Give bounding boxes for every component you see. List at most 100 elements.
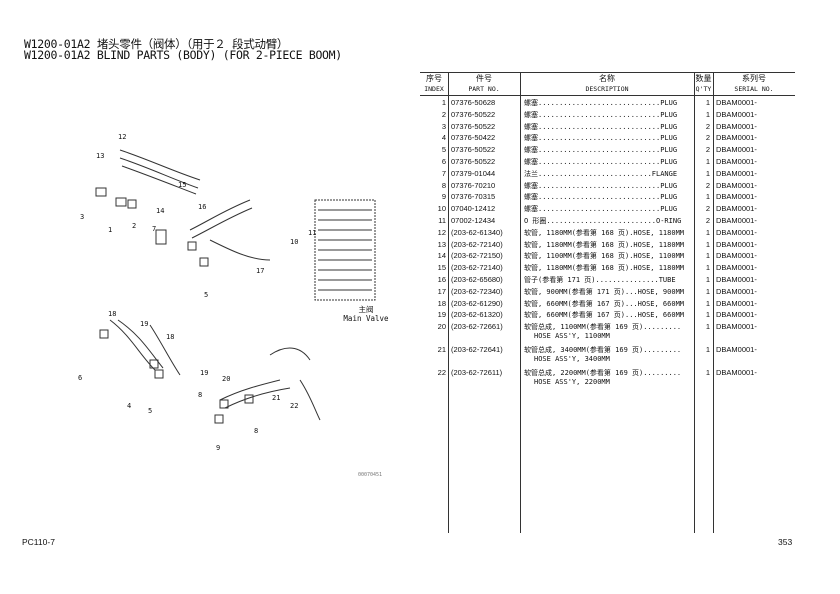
row-description-en: HOSE ASS'Y, 1100MM (534, 332, 610, 341)
row-serial: DBAM0001- (716, 227, 757, 237)
callout-number: 20 (222, 375, 231, 383)
row-description: 软管, 660MM(参看第 167 页)...HOSE, 660MM (524, 299, 685, 308)
row-description: 螺塞.............................PLUG (524, 158, 678, 166)
row-quantity: 2 (705, 121, 710, 131)
title-cn: W1200-01A2 堵头零件（阀体）（用于２ 段式动臂） (24, 37, 289, 51)
callout-number: 15 (178, 181, 187, 189)
row-serial: DBAM0001- (716, 368, 757, 378)
row-description: 软管, 1180MM(参看第 168 页).HOSE, 1180MM (524, 240, 685, 249)
callout-number: 8 (254, 427, 259, 435)
row-quantity: 1 (705, 286, 710, 296)
row-description: 软管, 1100MM(参看第 168 页).HOSE, 1100MM (524, 252, 685, 261)
footer-page-number: 353 (778, 537, 793, 547)
callout-number: 5 (148, 407, 153, 415)
parts-diagram (95, 149, 376, 424)
row-serial: DBAM0001- (716, 251, 757, 261)
hose-18-19 (109, 319, 181, 376)
callout-number: 12 (118, 133, 127, 141)
table-header (420, 73, 795, 96)
row-index: 14 (437, 251, 446, 261)
row-description: 法兰...........................FLANGE (524, 169, 678, 178)
callout-number: 18 (108, 310, 117, 318)
column-header-en: PART NO. (468, 85, 500, 93)
row-description: 软管, 900MM(参看第 171 页)...HOSE, 900MM (524, 287, 685, 296)
column-header-en: Q'TY (695, 85, 712, 93)
row-quantity: 2 (705, 145, 710, 155)
callout-number: 10 (290, 238, 299, 246)
callout-number: 19 (140, 320, 149, 328)
row-quantity: 1 (705, 251, 710, 261)
row-quantity: 2 (705, 204, 710, 214)
callout-number: 3 (80, 213, 85, 221)
row-index: 2 (441, 109, 446, 119)
row-part-number: 07376-50522 (451, 121, 496, 131)
row-serial: DBAM0001- (716, 263, 757, 273)
row-index: 18 (437, 298, 446, 308)
row-part-number: 07002-12434 (451, 216, 496, 225)
row-quantity: 2 (705, 133, 710, 143)
row-description: 螺塞.............................PLUG (524, 110, 678, 119)
row-serial: DBAM0001- (716, 109, 757, 119)
row-part-number: (203-62-65680) (451, 275, 503, 284)
row-quantity: 1 (705, 98, 710, 107)
row-serial: DBAM0001- (716, 133, 757, 143)
column-header-cn: 序号 (426, 74, 442, 83)
row-part-number: 07376-50522 (451, 109, 496, 119)
row-part-number: (203-62-72340) (451, 286, 503, 296)
row-index: 16 (437, 275, 446, 284)
row-quantity: 1 (705, 157, 710, 166)
row-description: 螺塞.............................PLUG (524, 146, 678, 155)
row-quantity: 1 (705, 239, 710, 249)
row-index: 13 (437, 239, 446, 249)
column-header-en: DESCRIPTION (585, 85, 629, 93)
row-quantity: 1 (705, 298, 710, 308)
callout-number: 21 (272, 394, 281, 402)
row-description: O 形圈..........................O-RING (524, 217, 682, 225)
hose-bundle-upper (119, 149, 201, 195)
row-index: 6 (441, 157, 446, 166)
row-serial: DBAM0001- (716, 298, 757, 308)
row-index: 3 (441, 121, 446, 131)
row-description: 螺塞.............................PLUG (524, 181, 678, 190)
callout-number: 8 (198, 391, 203, 399)
row-part-number: (203-62-61290) (451, 298, 503, 308)
row-serial: DBAM0001- (716, 145, 757, 155)
column-header-cn: 系列号 (742, 74, 766, 83)
row-part-number: 07376-50628 (451, 98, 496, 107)
row-part-number: 07376-50422 (451, 133, 496, 143)
row-part-number: (203-62-72150) (451, 251, 503, 261)
row-index: 1 (441, 98, 446, 107)
row-index: 7 (441, 168, 446, 178)
row-serial: DBAM0001- (716, 157, 757, 166)
row-part-number: 07379-01044 (451, 168, 496, 178)
row-quantity: 1 (705, 275, 710, 284)
footer-model: PC110-7 (22, 537, 55, 547)
row-description: 螺塞.............................PLUG (524, 205, 678, 214)
main-valve-label-cn: 主阀 (358, 305, 374, 314)
tube-16 (189, 199, 253, 239)
row-description: 管子(参看第 171 页)...............TUBE (524, 276, 676, 284)
row-index: 11 (438, 216, 446, 225)
row-index: 12 (437, 227, 446, 237)
row-part-number: 07040-12412 (451, 204, 496, 214)
callout-number: 9 (216, 444, 221, 452)
row-serial: DBAM0001- (716, 310, 757, 320)
row-quantity: 1 (705, 263, 710, 273)
row-index: 5 (441, 145, 446, 155)
row-description: 螺塞.............................PLUG (524, 122, 678, 131)
callout-number: 4 (127, 402, 132, 410)
row-description: 软管总成, 2200MM(参看第 169 页)......... (524, 369, 682, 378)
callout-number: 13 (96, 152, 105, 160)
row-serial: DBAM0001- (716, 216, 757, 225)
row-serial: DBAM0001- (716, 239, 757, 249)
row-part-number: (203-62-61340) (451, 227, 503, 237)
column-header-cn: 数量 (695, 74, 712, 83)
row-part-number: 07376-70315 (451, 192, 496, 202)
row-serial: DBAM0001- (716, 168, 757, 178)
row-description-en: HOSE ASS'Y, 3400MM (534, 355, 610, 364)
row-description-en: HOSE ASS'Y, 2200MM (534, 378, 610, 387)
